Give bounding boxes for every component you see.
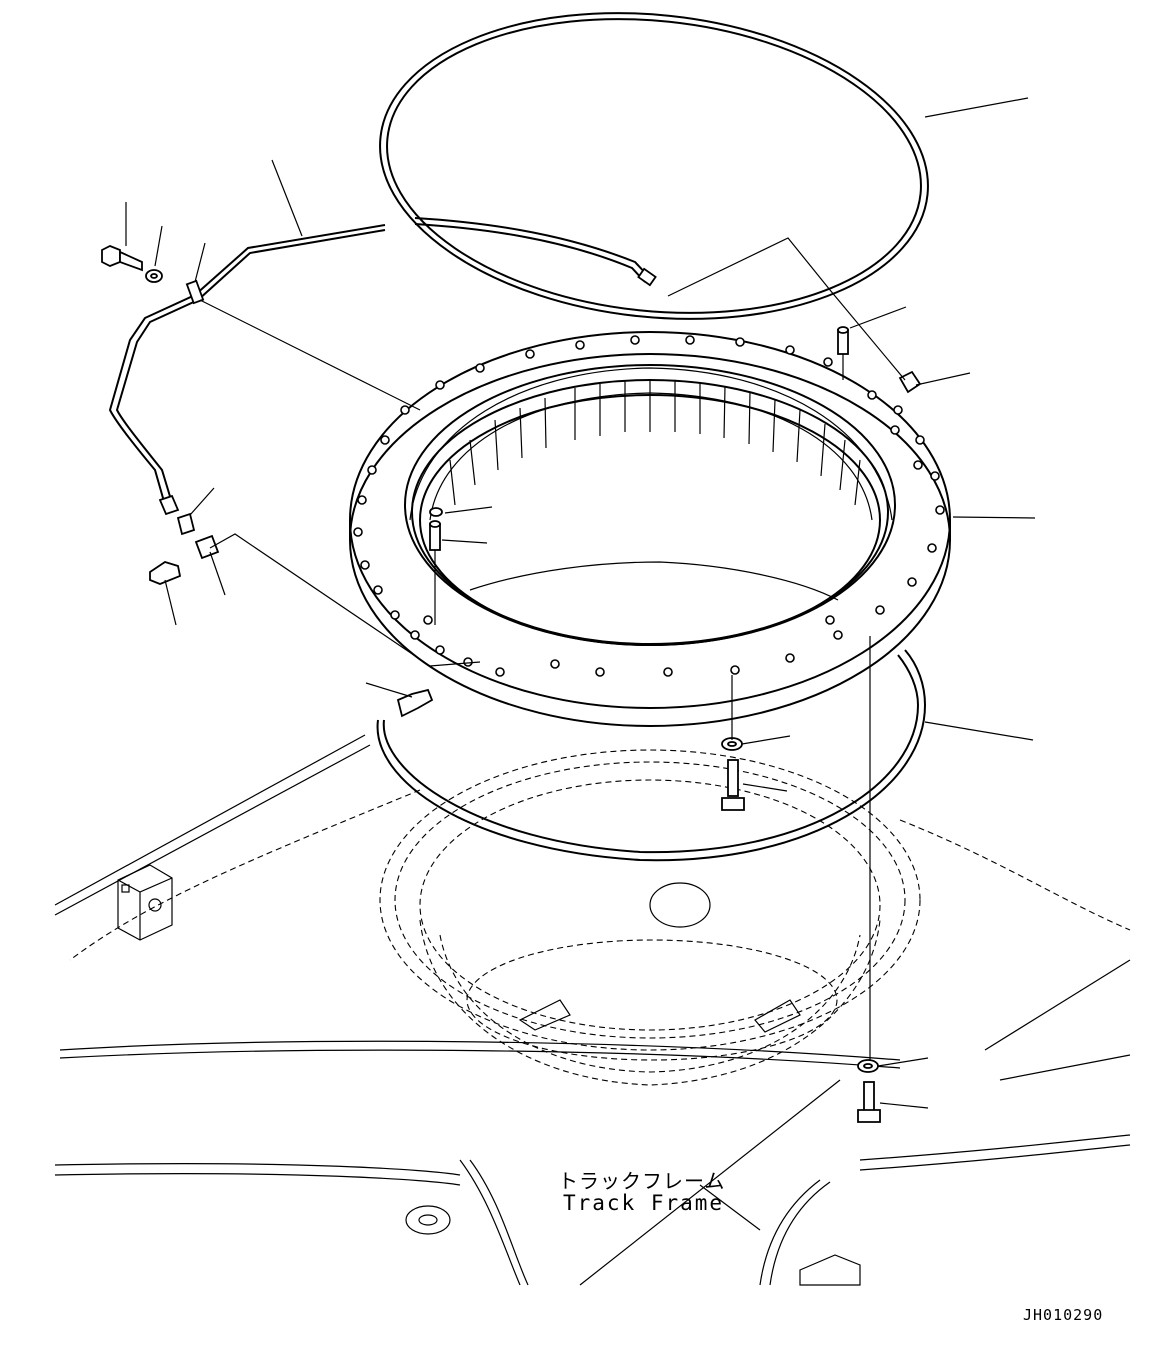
track-frame-label-jp: トラックフレーム bbox=[558, 1169, 726, 1193]
track-frame-ring bbox=[379, 749, 921, 1086]
lower-seal-ring bbox=[376, 649, 926, 862]
swing-circle-bearing bbox=[349, 331, 951, 727]
upper-seal-ring bbox=[379, 12, 929, 320]
drawing-code: JH010290 bbox=[1023, 1306, 1104, 1324]
track-frame-label-en: Track Frame bbox=[563, 1191, 725, 1215]
leader-lines bbox=[125, 97, 1036, 1109]
track-frame-outline bbox=[54, 734, 1131, 1286]
grease-pipe bbox=[108, 217, 657, 506]
hardware bbox=[101, 245, 922, 1123]
